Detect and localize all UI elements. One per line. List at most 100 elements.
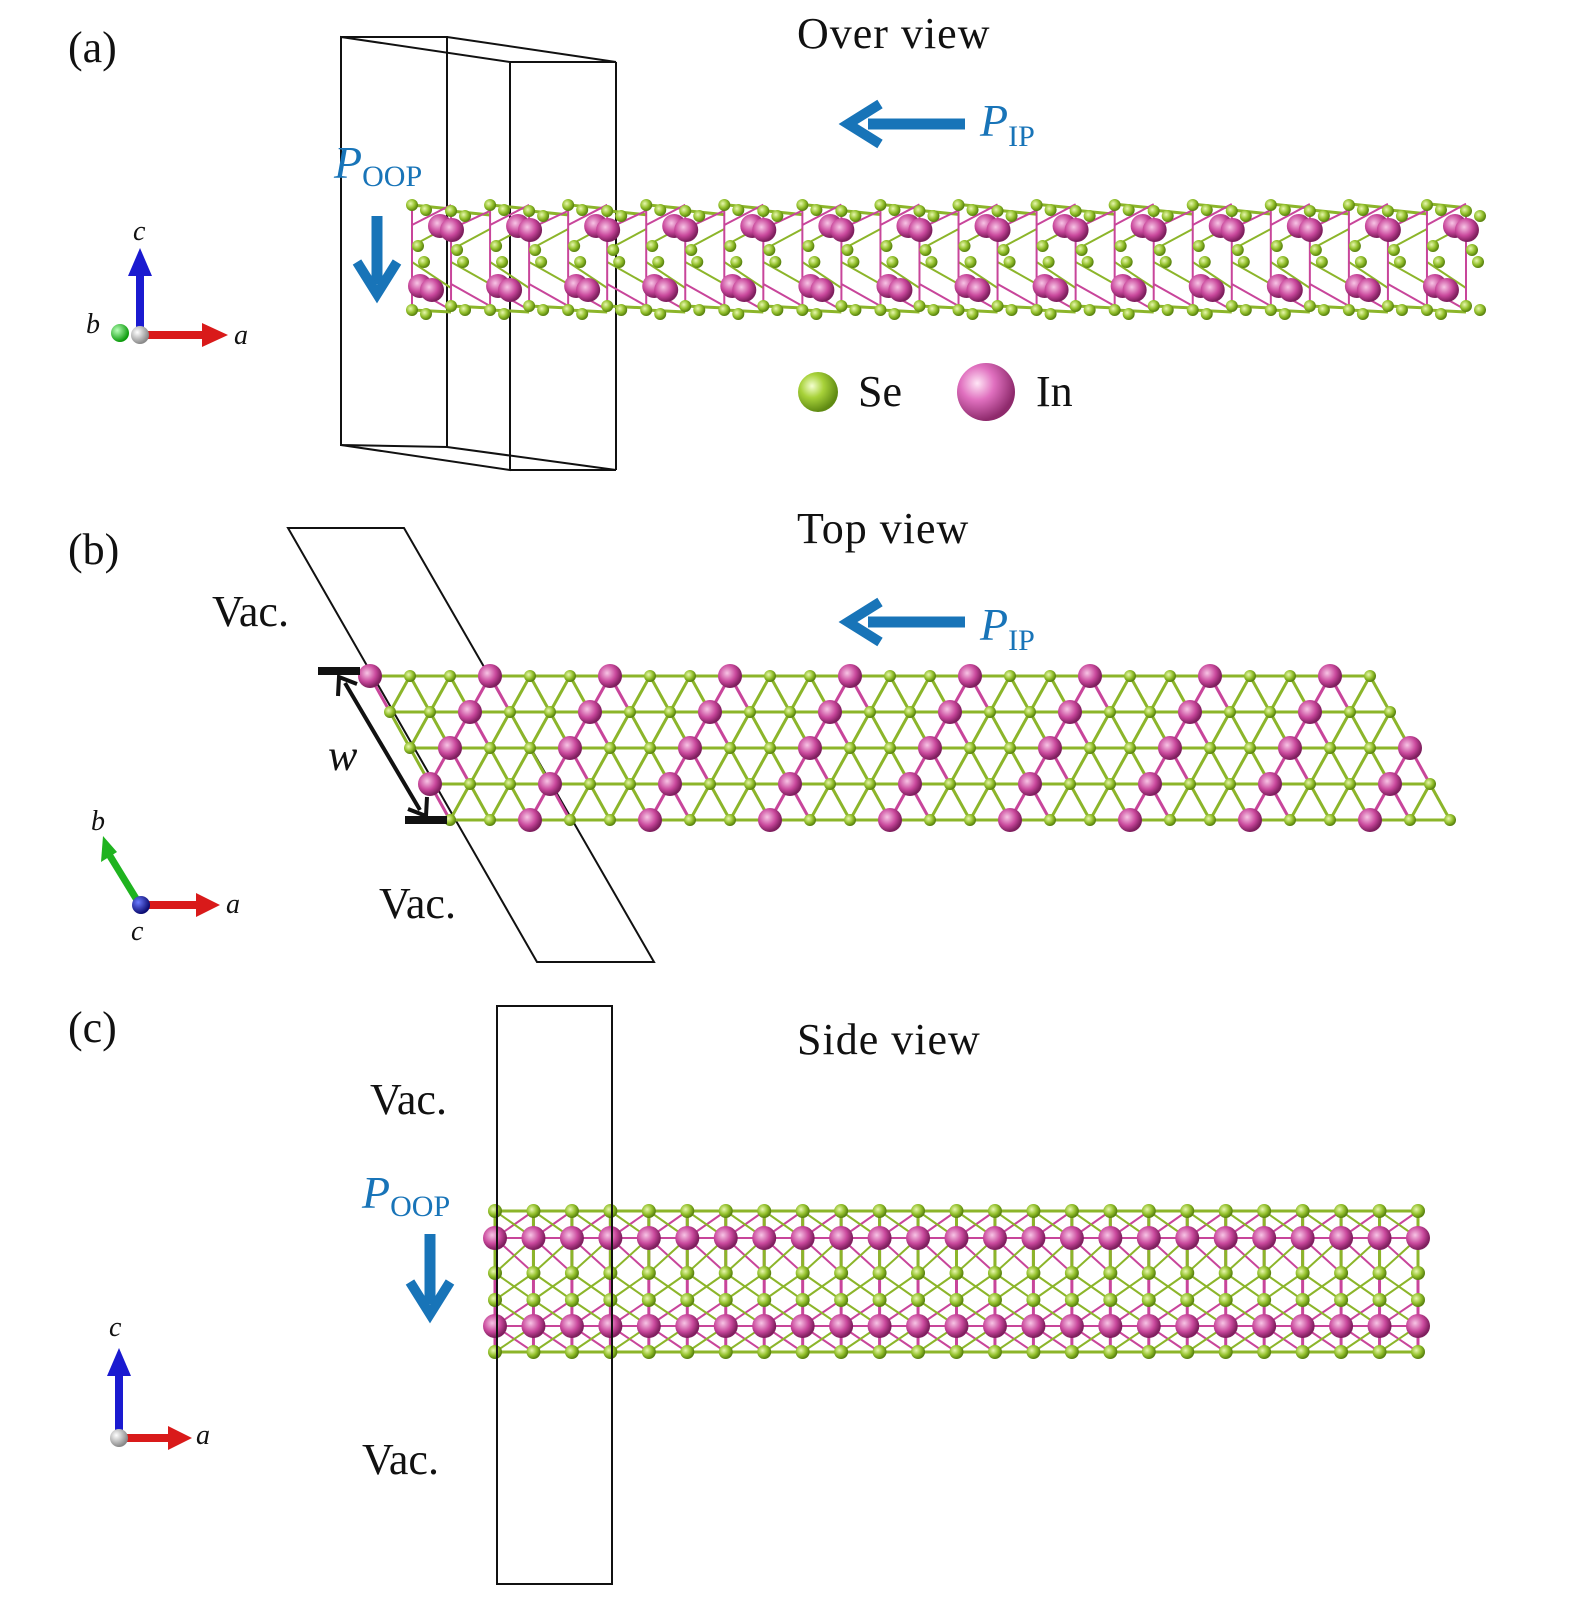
se-atom bbox=[624, 778, 636, 790]
bond bbox=[488, 747, 512, 785]
se-atom bbox=[498, 308, 511, 320]
in-atom bbox=[1298, 700, 1322, 724]
se-atom bbox=[795, 1293, 810, 1307]
se-atom bbox=[924, 814, 936, 826]
se-atom bbox=[757, 1293, 772, 1307]
in-atom bbox=[1200, 278, 1225, 302]
bond bbox=[685, 304, 725, 310]
bond bbox=[608, 747, 632, 785]
bond bbox=[1128, 675, 1152, 713]
bond bbox=[1088, 711, 1112, 749]
se-atom bbox=[1317, 210, 1330, 222]
se-atom bbox=[1295, 1345, 1310, 1359]
in-atom bbox=[1118, 808, 1142, 832]
se-atom bbox=[1147, 205, 1160, 217]
se-atom bbox=[834, 1293, 849, 1307]
panel-a-poop-label: POOP bbox=[333, 137, 422, 193]
panel-b-axes: b a c bbox=[91, 806, 240, 947]
in-atom bbox=[420, 278, 444, 302]
se-atom bbox=[795, 1204, 810, 1218]
se-atom bbox=[1042, 256, 1055, 268]
se-atom bbox=[384, 706, 396, 718]
se-atom bbox=[732, 308, 745, 320]
se-atom bbox=[562, 304, 575, 316]
se-atom bbox=[574, 256, 587, 268]
se-atom bbox=[420, 308, 432, 320]
bond bbox=[1075, 261, 1116, 285]
bond bbox=[508, 711, 532, 749]
bond bbox=[841, 304, 881, 310]
se-atom bbox=[964, 742, 976, 754]
bond bbox=[1208, 783, 1232, 821]
se-atom bbox=[1303, 300, 1316, 312]
bond bbox=[708, 747, 732, 785]
se-atom bbox=[1295, 1204, 1310, 1218]
se-atom bbox=[1303, 205, 1316, 217]
se-atom bbox=[810, 204, 823, 216]
se-atom bbox=[1186, 199, 1199, 211]
se-atom bbox=[1026, 1204, 1041, 1218]
se-atom bbox=[1395, 210, 1408, 222]
se-atom bbox=[604, 814, 616, 826]
se-atom bbox=[604, 742, 616, 754]
se-atom bbox=[984, 706, 996, 718]
se-atom bbox=[1075, 244, 1088, 256]
se-atom bbox=[1083, 210, 1096, 222]
bond bbox=[748, 747, 772, 785]
bond bbox=[628, 747, 652, 785]
se-atom bbox=[949, 1293, 964, 1307]
se-atom bbox=[771, 304, 784, 316]
bond bbox=[1426, 308, 1467, 314]
bond bbox=[763, 304, 803, 310]
se-atom bbox=[615, 304, 628, 316]
se-atom bbox=[641, 1345, 656, 1359]
in-atom bbox=[1356, 278, 1381, 302]
se-atom bbox=[1124, 742, 1136, 754]
bond bbox=[1231, 304, 1271, 310]
se-atom bbox=[537, 210, 550, 222]
se-atom bbox=[1069, 205, 1082, 217]
se-atom bbox=[1404, 814, 1416, 826]
se-atom bbox=[680, 1293, 695, 1307]
in-atom bbox=[1158, 736, 1182, 760]
se-atom bbox=[644, 670, 656, 682]
in-atom bbox=[878, 808, 902, 832]
legend: Se In bbox=[798, 363, 1073, 421]
in-atom bbox=[498, 278, 523, 302]
in-atom bbox=[636, 1226, 661, 1250]
se-atom bbox=[884, 742, 896, 754]
panel-a-atom-slab bbox=[406, 199, 1486, 320]
se-atom bbox=[1354, 256, 1367, 268]
bond bbox=[528, 675, 552, 713]
panel-b-pip-arrow bbox=[838, 597, 965, 647]
se-atom bbox=[664, 706, 676, 718]
se-atom bbox=[1344, 778, 1356, 790]
se-atom bbox=[844, 814, 856, 826]
se-atom bbox=[949, 1204, 964, 1218]
se-atom bbox=[459, 304, 472, 316]
se-atom bbox=[844, 742, 856, 754]
se-atom bbox=[924, 670, 936, 682]
in-atom bbox=[752, 218, 777, 242]
bond bbox=[1387, 283, 1428, 307]
bond bbox=[888, 675, 912, 713]
bond bbox=[1387, 304, 1428, 310]
se-atom bbox=[603, 1293, 618, 1307]
in-atom bbox=[1367, 1314, 1392, 1338]
se-atom bbox=[1224, 706, 1236, 718]
in-atom bbox=[1038, 736, 1062, 760]
bond bbox=[879, 203, 920, 226]
bond bbox=[645, 261, 686, 289]
bond bbox=[1109, 1272, 1150, 1301]
in-atom bbox=[1018, 772, 1042, 796]
bond bbox=[1270, 308, 1310, 314]
se-atom bbox=[1395, 304, 1408, 316]
in-atom bbox=[918, 736, 942, 760]
se-atom bbox=[796, 199, 809, 211]
in-atom bbox=[1258, 772, 1282, 796]
se-atom bbox=[1317, 304, 1330, 316]
panel-c-vac-top: Vac. bbox=[370, 1075, 447, 1124]
se-atom bbox=[824, 778, 836, 790]
se-atom bbox=[966, 204, 979, 216]
